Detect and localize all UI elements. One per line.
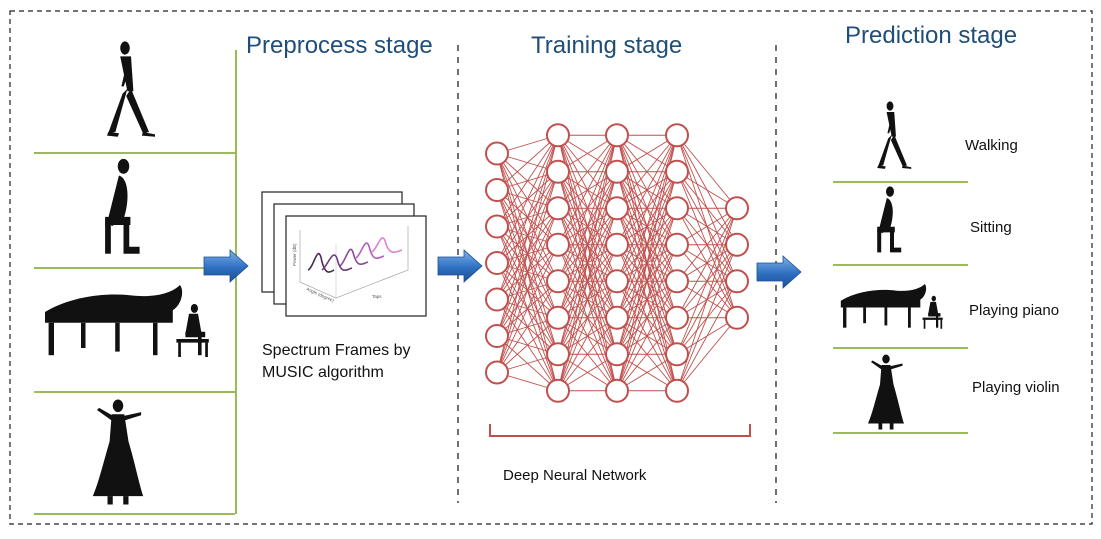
violin-player-icon: [92, 399, 144, 505]
network-neuron: [605, 123, 629, 148]
network-edge: [496, 135, 559, 264]
network-neuron: [665, 342, 689, 367]
network-neuron: [665, 378, 689, 403]
network-edge: [676, 208, 738, 391]
network-neuron: [665, 196, 689, 221]
network-neuron: [605, 305, 629, 330]
network-neuron: [665, 305, 689, 330]
plot-ylabel: Power (dB): [292, 243, 297, 266]
sitting-person-icon: [877, 186, 902, 253]
network-neuron: [605, 378, 629, 403]
network-neuron: [546, 232, 570, 257]
network-neuron: [605, 269, 629, 294]
network-edge: [496, 135, 559, 300]
network-edge: [676, 207, 738, 282]
arrow-right-icon: [756, 255, 802, 289]
network-neuron: [485, 141, 509, 166]
network-edge: [616, 135, 678, 282]
network-edge: [676, 208, 738, 318]
network-neuron: [485, 251, 509, 275]
arrow-right-icon: [437, 249, 483, 283]
network-edge: [616, 281, 678, 391]
network-edge: [496, 244, 559, 373]
network-edge: [616, 317, 678, 392]
training-stage-title: Training stage: [531, 32, 683, 59]
arrow-right-icon: [203, 249, 249, 283]
network-neuron: [725, 196, 749, 221]
network-neuron: [546, 342, 570, 367]
prediction-stage-title: Prediction stage: [845, 22, 1018, 49]
preprocess-stage-title: Preprocess stage: [246, 32, 433, 59]
network-neuron: [725, 305, 749, 330]
network-neuron: [605, 159, 629, 184]
network-edge: [676, 208, 738, 355]
network-edge: [557, 135, 618, 245]
network-edge: [616, 244, 678, 391]
network-neuron: [665, 159, 689, 184]
network-neuron: [546, 378, 570, 403]
network-neuron: [605, 196, 629, 221]
spectrum-frames: Power (dB) Taps Angle (degree): [261, 191, 427, 317]
network-neuron: [546, 196, 570, 221]
network-neuron: [725, 232, 749, 257]
network-edge: [557, 135, 618, 282]
plot-xlabel: Taps: [372, 294, 382, 299]
network-neuron: [725, 269, 749, 294]
network-neuron: [665, 123, 689, 148]
network-neuron: [546, 123, 570, 148]
network-edge: [676, 317, 738, 392]
network-edge: [676, 244, 738, 391]
network-edge: [616, 134, 678, 209]
activity-label-playing-violin: Playing violin: [972, 379, 1060, 396]
network-neurons: [485, 123, 749, 403]
network-edge: [557, 244, 618, 391]
network-edge: [557, 317, 618, 392]
spectrum-caption: Spectrum Frames by MUSIC algorithm: [262, 340, 410, 384]
network-neuron: [546, 159, 570, 184]
activity-label-sitting: Sitting: [970, 219, 1012, 236]
network-edge: [557, 134, 618, 209]
sitting-person-icon: [105, 158, 140, 254]
network-bracket: [489, 424, 751, 437]
network-neuron: [546, 305, 570, 330]
piano-player-icon: [44, 285, 209, 357]
network-neuron: [485, 287, 509, 312]
piano-player-icon: [840, 284, 943, 329]
walking-person-icon: [107, 41, 155, 137]
network-edge: [496, 317, 559, 373]
network-edge: [496, 280, 559, 373]
network-edge: [676, 134, 738, 209]
network-edge: [496, 208, 559, 373]
network-neuron: [605, 232, 629, 257]
network-edge: [557, 281, 618, 391]
network-neuron: [665, 269, 689, 294]
network-neuron: [485, 324, 509, 348]
walking-person-icon: [877, 101, 912, 169]
network-label: Deep Neural Network: [503, 467, 647, 484]
network-neuron: [546, 269, 570, 294]
activity-label-walking: Walking: [965, 137, 1018, 154]
outer-border: [9, 10, 1093, 525]
network-neuron: [485, 214, 509, 239]
network-neuron: [605, 342, 629, 367]
violin-player-icon: [868, 354, 904, 430]
network-edge: [676, 281, 738, 391]
network-edge: [496, 134, 559, 227]
spectrum-caption-line2: MUSIC algorithm: [262, 364, 384, 381]
network-neuron: [665, 232, 689, 257]
network-neuron: [485, 360, 509, 385]
network-neuron: [485, 178, 509, 202]
network-edge: [496, 134, 559, 191]
activity-label-playing-piano: Playing piano: [969, 302, 1060, 319]
network-edge: [616, 135, 678, 245]
spectrum-caption-line1: Spectrum Frames by: [262, 342, 411, 359]
